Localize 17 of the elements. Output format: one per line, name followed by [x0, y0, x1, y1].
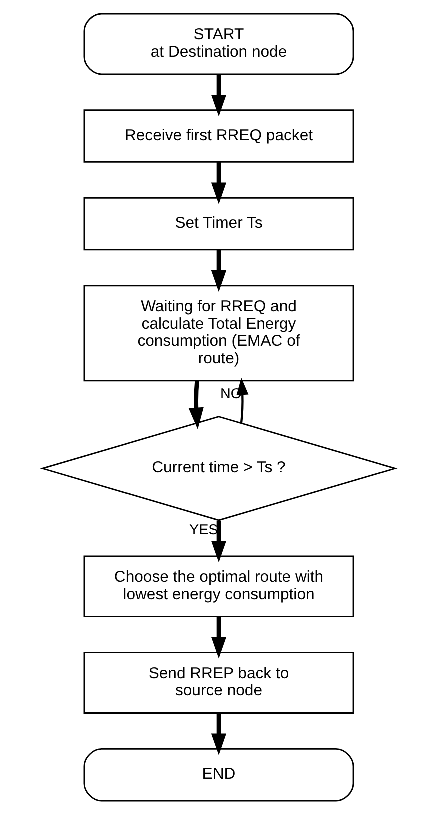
arrow	[211, 617, 227, 659]
node-box: Waiting for RREQ and calculate Total Energy consumption (EMAC of route)	[84, 285, 354, 382]
node-box: Set Timer Ts	[84, 197, 354, 251]
arrow	[211, 74, 227, 117]
arrow	[211, 520, 227, 563]
node-box: END	[84, 748, 354, 802]
edge-label: YES	[190, 522, 218, 539]
arrow	[211, 250, 227, 292]
node-box: Receive first RREQ packet	[84, 110, 354, 163]
node-box: Choose the optimal route with lowest energy consumption	[84, 556, 354, 618]
arrow	[236, 378, 249, 424]
node-box: START at Destination node	[84, 13, 354, 76]
arrow	[188, 380, 204, 430]
arrow	[211, 162, 227, 204]
node-diamond: Current time > Ts ?	[40, 416, 398, 522]
arrow	[211, 714, 227, 756]
node-box: Send RREP back to source node	[84, 652, 354, 714]
